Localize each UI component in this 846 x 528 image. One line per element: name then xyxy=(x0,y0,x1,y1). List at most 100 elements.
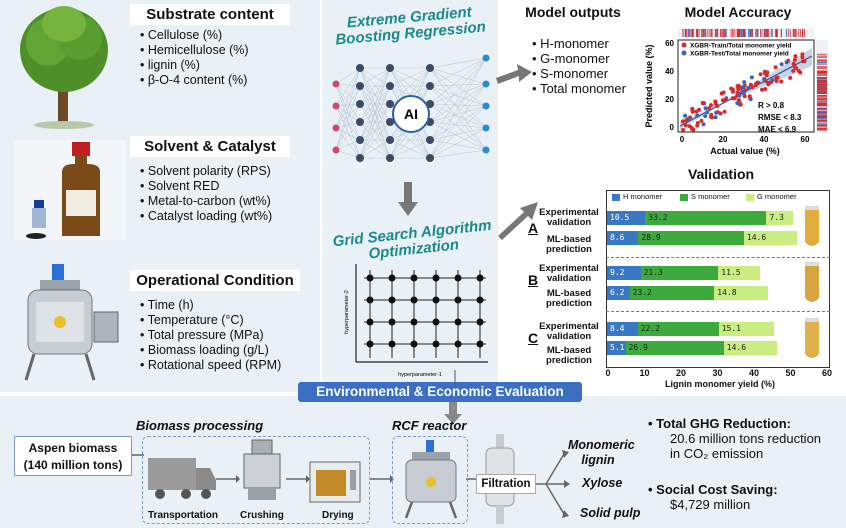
label-ml-a: ML-based prediction xyxy=(546,234,592,255)
dryer-icon xyxy=(309,461,361,503)
scatter-point xyxy=(713,115,718,120)
scatter-point xyxy=(697,107,702,112)
legend-s: S monomer xyxy=(691,192,730,201)
scatter-point xyxy=(748,82,753,87)
scatter-point xyxy=(729,86,734,91)
list-item: Total pressure (MPa) xyxy=(140,328,281,343)
validation-arrow-icon xyxy=(498,202,538,240)
validation-bar-segment: 7.3 xyxy=(766,211,794,225)
nn-node xyxy=(386,82,394,90)
grid-point xyxy=(410,296,418,304)
scatter-point xyxy=(699,118,704,123)
scatter-point xyxy=(707,106,712,111)
validation-bar-segment: 14.8 xyxy=(714,286,769,300)
list-item: Metal-to-carbon (wt%) xyxy=(140,194,272,209)
scatter-point xyxy=(788,75,793,80)
scatter-point xyxy=(709,103,713,108)
reactor-icon xyxy=(24,264,119,381)
divider xyxy=(606,311,830,312)
scatter-point xyxy=(695,113,700,118)
tick-x: 20 xyxy=(719,135,728,144)
solvent-bottles-icon xyxy=(14,140,126,240)
grid-point xyxy=(410,340,418,348)
nn-node xyxy=(386,136,394,144)
accuracy-xlabel: Actual value (%) xyxy=(710,146,780,156)
tick-x: 0 xyxy=(680,135,685,144)
scatter-point xyxy=(701,122,706,127)
nn-node xyxy=(386,100,394,108)
grid-search-diagram: hyperparameter-1 hyperparameter-2 xyxy=(344,264,488,378)
ai-label: AI xyxy=(404,106,418,122)
step-transportation: Transportation xyxy=(148,510,219,521)
nn-node xyxy=(482,124,490,132)
grid-point xyxy=(388,340,396,348)
scatter-point xyxy=(683,113,688,118)
list-item: G-monomer xyxy=(532,51,626,66)
scatter-point xyxy=(695,123,700,128)
tick-y: 40 xyxy=(665,67,674,76)
validation-bar-segment: 8.4 xyxy=(607,322,638,336)
label-ml-c: ML-based prediction xyxy=(546,345,592,366)
nn-node xyxy=(426,154,434,162)
scatter-point xyxy=(800,55,805,60)
group-letter-b: B xyxy=(528,272,539,288)
tick-y: 0 xyxy=(670,123,675,132)
grid-point xyxy=(476,318,484,326)
scatter-point xyxy=(718,111,723,116)
scatter-point xyxy=(741,85,746,90)
scatter-point xyxy=(743,88,748,93)
nn-node xyxy=(356,100,364,108)
legend-swatch-h xyxy=(612,194,620,201)
product-monomeric-lignin: Monomeric lignin xyxy=(568,438,635,467)
label-exp-a: Experimental validation xyxy=(539,207,599,228)
reactor-title: RCF reactor xyxy=(392,418,467,433)
scatter-point xyxy=(703,114,708,119)
metric-rmse: RMSE < 8.3 xyxy=(758,113,802,122)
metric-mae: MAE < 6.9 xyxy=(758,125,797,134)
outputs-title: Model outputs xyxy=(510,2,636,22)
right-arrow-icon xyxy=(496,64,532,84)
nn-node xyxy=(426,82,434,90)
grid-point xyxy=(432,318,440,326)
process-arrow xyxy=(216,475,240,483)
grid-point xyxy=(410,318,418,326)
validation-bar-segment: 10.5 xyxy=(607,211,646,225)
grid-point xyxy=(432,274,440,282)
validation-bar-segment: 6.2 xyxy=(607,286,630,300)
validation-xtick: 40 xyxy=(748,368,759,378)
substrate-title: Substrate content xyxy=(130,4,290,25)
scatter-point xyxy=(796,69,801,73)
nn-node xyxy=(332,146,340,154)
nn-node xyxy=(386,64,394,72)
grid-point xyxy=(476,296,484,304)
scatter-point xyxy=(800,59,805,64)
nn-node xyxy=(356,64,364,72)
legend-swatch-g xyxy=(746,194,754,201)
group-letter-c: C xyxy=(528,330,539,346)
grid-point xyxy=(476,340,484,348)
sample-tube-icon xyxy=(805,262,819,302)
cost-title: • Social Cost Saving: xyxy=(648,482,778,497)
list-item: Biomass loading (g/L) xyxy=(140,343,281,358)
down-arrow-icon xyxy=(398,182,418,216)
list-item: Hemicellulose (%) xyxy=(140,43,249,58)
scatter-point xyxy=(770,78,775,83)
scatter-point xyxy=(779,79,784,84)
divider xyxy=(606,257,830,258)
truck-icon xyxy=(148,458,216,499)
nn-node xyxy=(356,82,364,90)
scatter-point xyxy=(749,75,754,80)
solvent-list: Solvent polarity (RPS) Solvent RED Metal… xyxy=(140,164,272,224)
scatter-point xyxy=(736,98,741,103)
grid-point xyxy=(410,274,418,282)
grid-point xyxy=(454,340,462,348)
scatter-point xyxy=(687,124,692,129)
group-letter-a: A xyxy=(528,220,539,236)
outputs-list: H-monomer G-monomer S-monomer Total mono… xyxy=(532,36,626,96)
connector-line xyxy=(454,370,456,384)
grid-point xyxy=(432,340,440,348)
validation-bar-segment: 33.2 xyxy=(645,211,767,225)
validation-xtick: 30 xyxy=(712,368,723,378)
